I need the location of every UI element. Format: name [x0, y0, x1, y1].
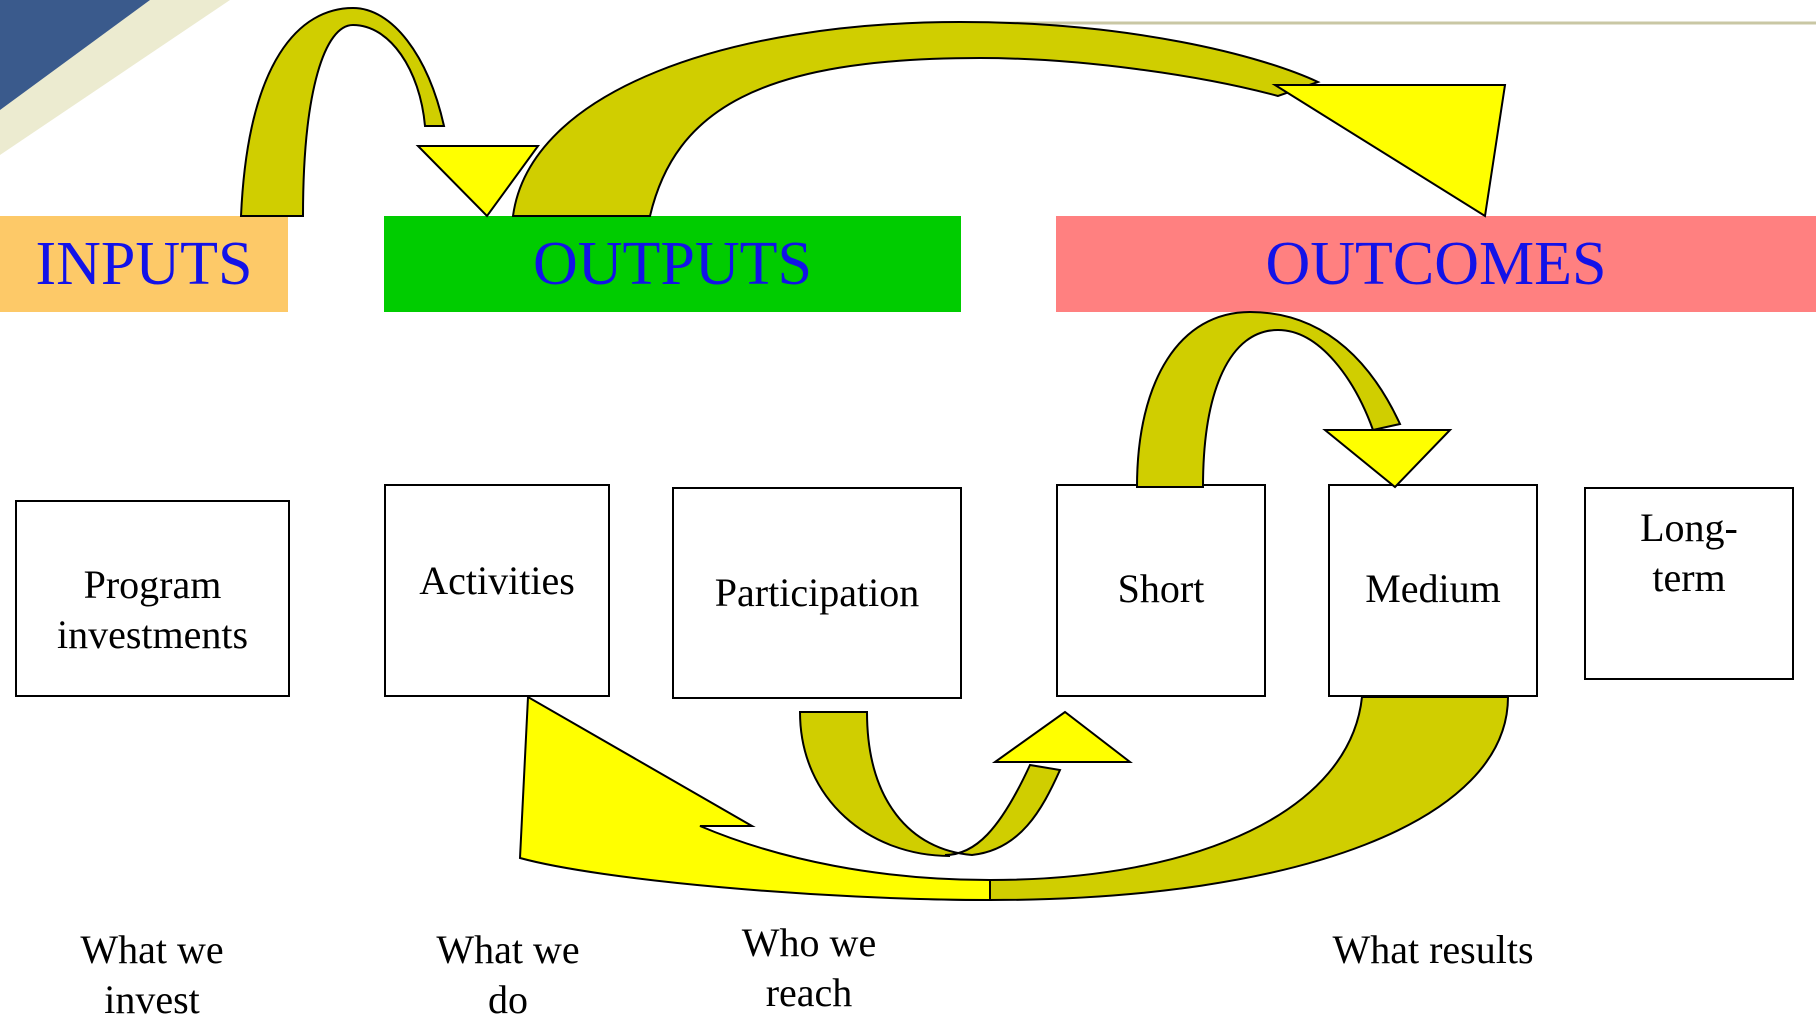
arrow-outputs-to-outcomes [511, 20, 1321, 217]
inputs-header: INPUTS [0, 216, 288, 312]
medium-box: Medium [1328, 484, 1538, 697]
arrow-inputs-to-outputs-head [415, 145, 540, 218]
arrow-short-to-medium [1135, 310, 1402, 488]
participation-box: Participation [672, 487, 962, 699]
long-term-box: Long-term [1584, 487, 1794, 680]
short-label: Short [1117, 565, 1205, 611]
program-investments-label: Program investments [56, 561, 249, 657]
short-box: Short [1056, 484, 1266, 697]
outputs-header-label: OUTPUTS [532, 229, 813, 298]
outputs-header: OUTPUTS [384, 216, 961, 312]
arrow-participation-to-short [798, 711, 1062, 857]
outcomes-header: OUTCOMES [1056, 216, 1816, 312]
medium-label: Medium [1365, 565, 1501, 611]
arrow-participation-to-short-head [991, 710, 1133, 763]
arrow-medium-to-activities-head [518, 695, 991, 902]
arrow-inputs-to-outputs [239, 6, 446, 217]
activities-label: Activities [419, 557, 575, 603]
caption-who-we-reach: Who we reach [741, 920, 877, 1015]
inputs-header-label: INPUTS [35, 229, 253, 298]
long-term-label: Long-term [1640, 505, 1738, 600]
arrow-outputs-to-outcomes-head [1271, 84, 1507, 218]
outcomes-header-label: OUTCOMES [1265, 229, 1607, 298]
activities-box: Activities [384, 484, 610, 697]
program-investments-box: Program investments [15, 500, 290, 697]
caption-what-results: What results [1332, 927, 1534, 972]
caption-what-we-do: What we do [436, 927, 580, 1022]
caption-what-we-invest: What we invest [80, 927, 224, 1022]
participation-label: Participation [714, 570, 920, 615]
arrow-short-to-medium-head [1322, 429, 1453, 489]
